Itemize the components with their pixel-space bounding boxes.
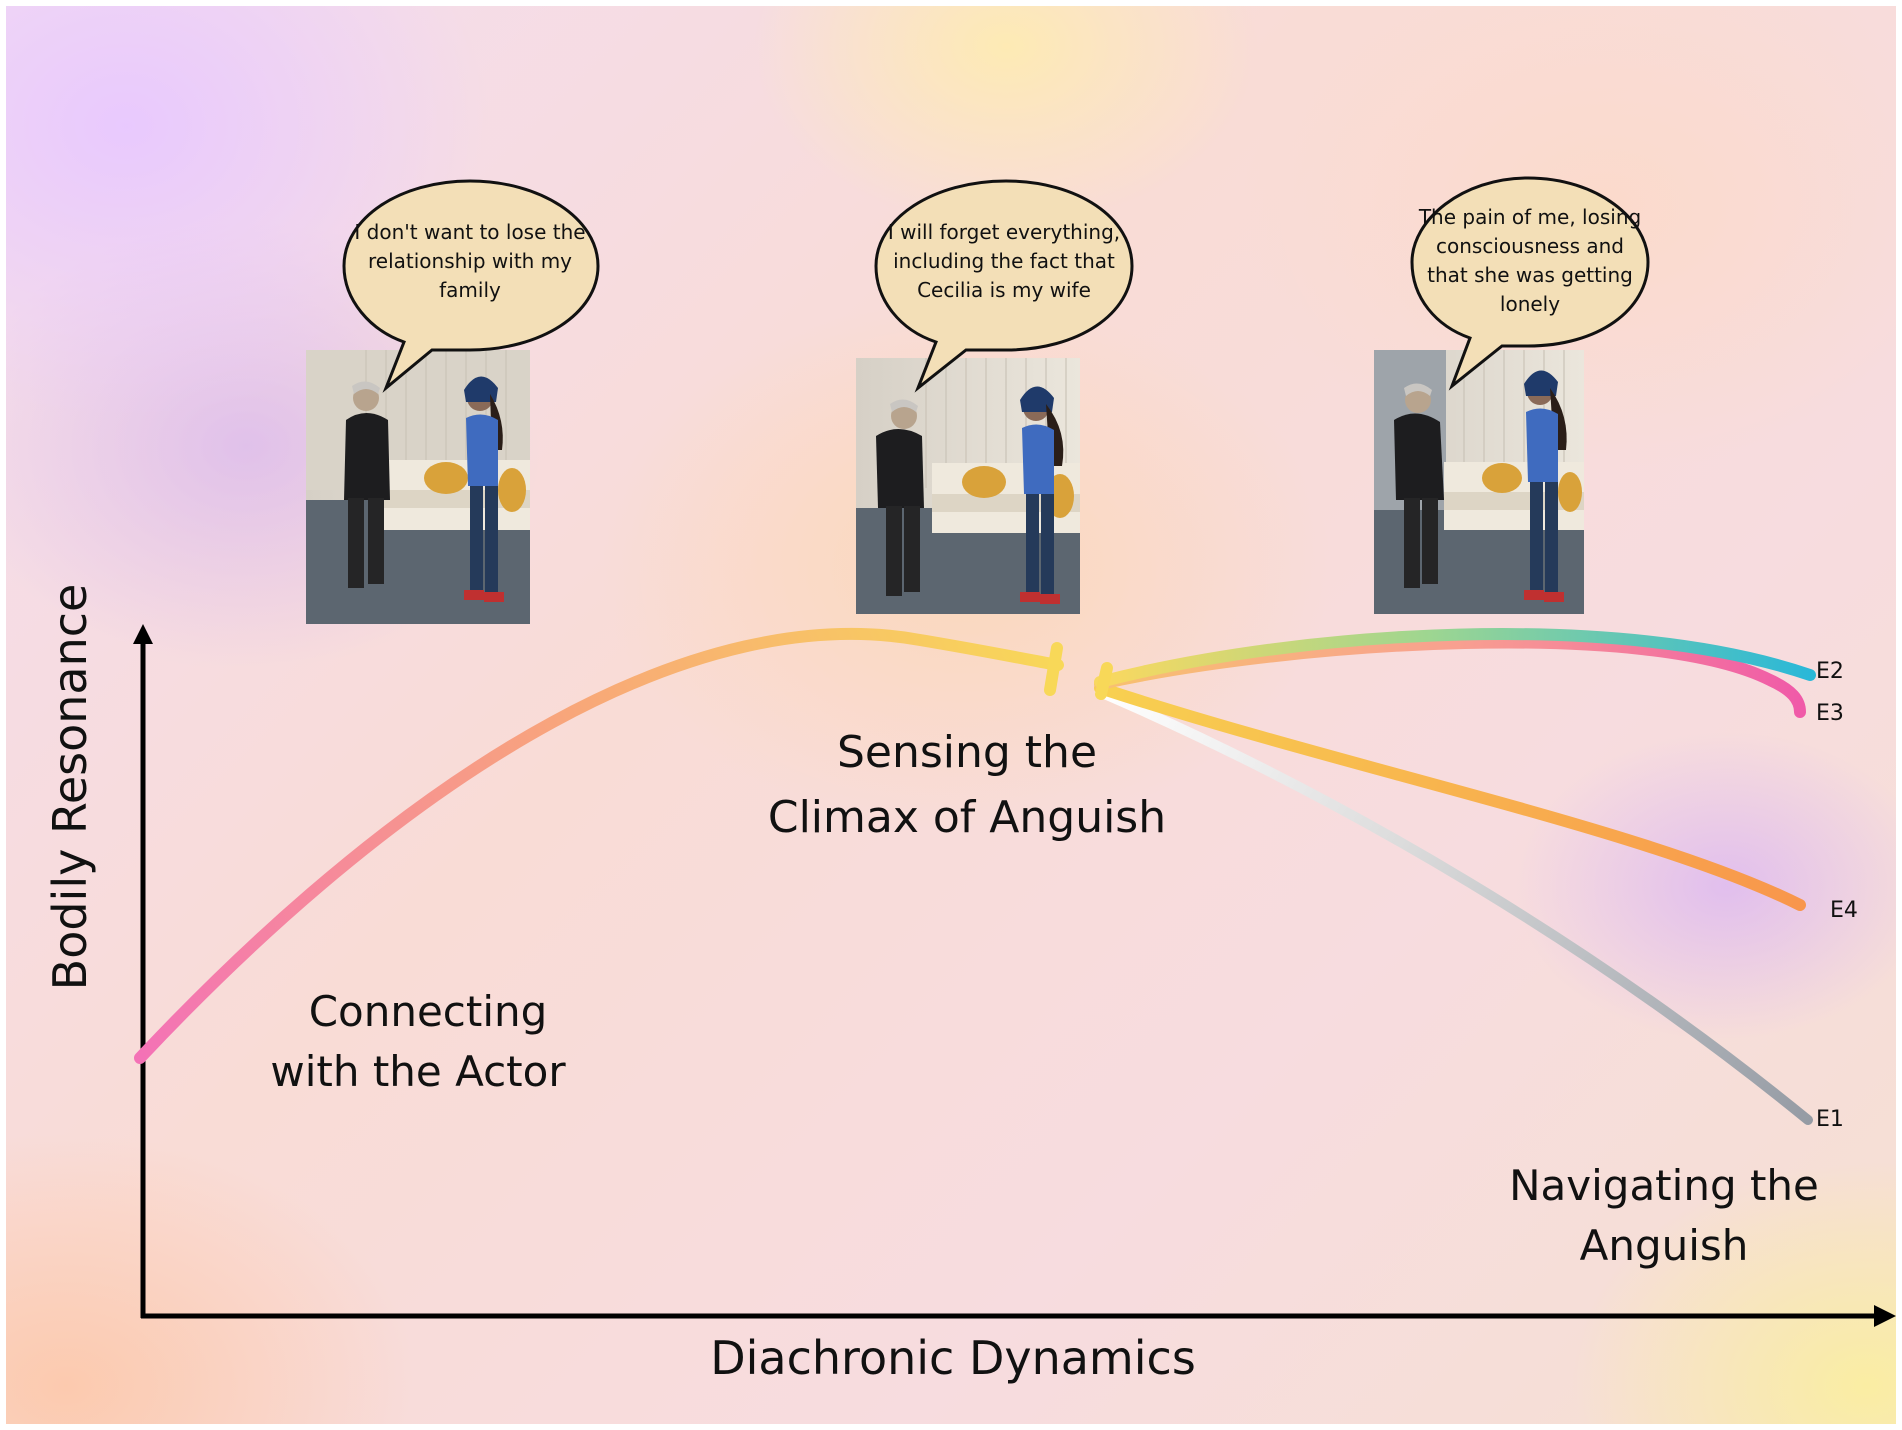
trajectories-start-tick [1095, 662, 1113, 700]
quote-3-line-2: consciousness and [1436, 234, 1624, 258]
trajectory-e1 [1095, 687, 1813, 1125]
quote-3-line-3: that she was getting [1427, 263, 1633, 287]
axes [133, 624, 1896, 1327]
phase-climax-line1: Sensing the [837, 727, 1097, 778]
speech-bubble-2 [874, 179, 1134, 393]
quote-3-line-4: lonely [1500, 292, 1560, 316]
connecting-curve [134, 627, 1064, 1064]
trajectory-e2 [1094, 628, 1816, 688]
quote-1-line-2: relationship with my [368, 249, 572, 273]
quote-2-line-3: Cecilia is my wife [917, 278, 1091, 302]
photo-scene-3 [1374, 350, 1584, 614]
phase-connecting-line1: Connecting [309, 987, 548, 1036]
photo-scene-2 [856, 358, 1080, 614]
trajectory-e3 [1094, 636, 1806, 718]
trajectory-label-e2: E2 [1816, 659, 1844, 684]
quote-3-line-1: The pain of me, losing [1418, 205, 1641, 229]
speech-bubble-1 [342, 179, 600, 393]
trajectories [1094, 628, 1816, 1125]
speech-bubble-3 [1410, 176, 1650, 391]
y-axis-arrow [133, 624, 153, 644]
trajectory-label-e1: E1 [1816, 1107, 1844, 1132]
x-axis-label: Diachronic Dynamics [710, 1331, 1196, 1385]
phase-navigating-line2: Anguish [1580, 1221, 1749, 1270]
quote-1-line-3: family [439, 278, 501, 302]
trajectory-label-e3: E3 [1816, 701, 1844, 726]
trajectory-e4 [1094, 682, 1806, 911]
quote-2-line-1: I will forget everything, [888, 220, 1120, 244]
curve-end-tick [1044, 642, 1063, 696]
photo-scene-1 [306, 350, 530, 624]
quote-2-line-2: including the fact that [893, 249, 1115, 273]
trajectory-label-e4: E4 [1830, 898, 1858, 923]
phase-climax-line2: Climax of Anguish [768, 792, 1166, 843]
quote-1-line-1: I don't want to lose the [354, 220, 585, 244]
phase-connecting-line2: with the Actor [270, 1047, 566, 1096]
x-axis-arrow [1874, 1305, 1896, 1327]
phase-navigating-line1: Navigating the [1509, 1161, 1819, 1210]
y-axis-label: Bodily Resonance [43, 584, 97, 991]
